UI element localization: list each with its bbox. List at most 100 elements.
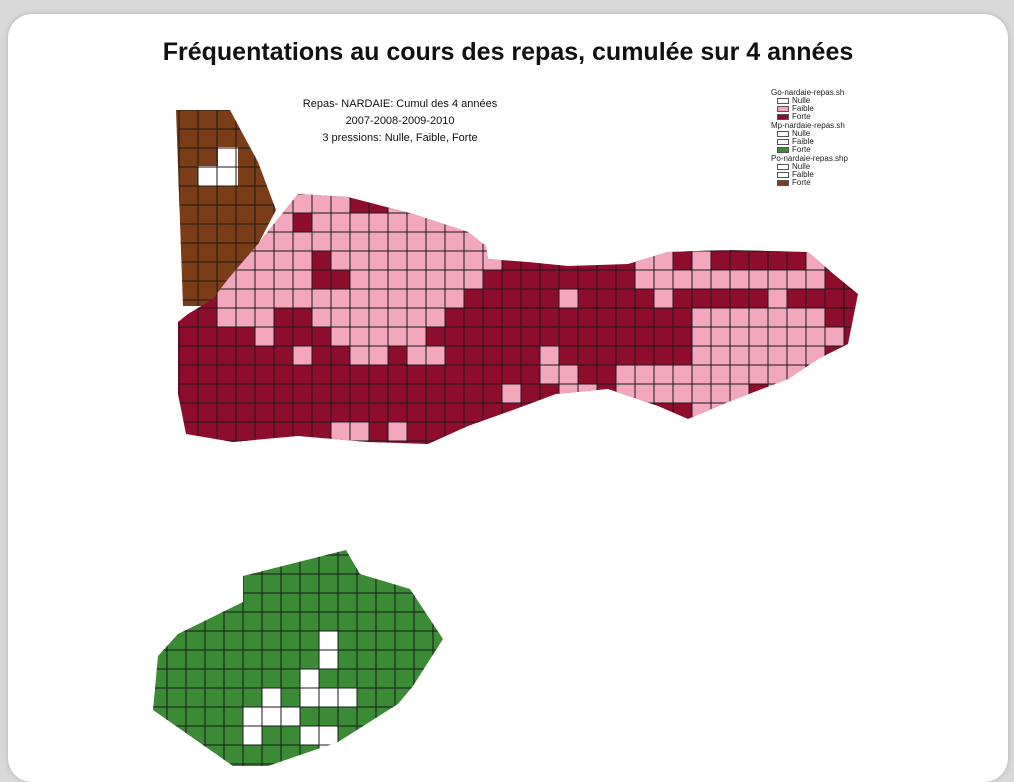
map-cell [388,251,407,270]
map-cell [806,327,825,346]
map-cell [749,365,768,384]
map-cell [331,308,350,327]
map-cell [243,726,262,745]
map-cell [350,422,369,441]
map-cell [787,327,806,346]
map-cell [338,688,357,707]
map-cell [426,346,445,365]
map-cell [369,346,388,365]
map-cell [730,270,749,289]
map-cell [654,365,673,384]
legend-group-go: Go-nardaie-repas.sh Nulle Faible Forte [771,89,883,121]
map-cell [692,327,711,346]
map-cell [255,251,274,270]
map-cell [312,213,331,232]
map-cell [445,270,464,289]
map-cell [426,289,445,308]
legend-layer-title: Po-nardaie-repas.shp [771,155,848,163]
map-cell [388,289,407,308]
map-cell [319,726,338,745]
map-cell [312,289,331,308]
map-cell [319,631,338,650]
map-cell [711,270,730,289]
map-cell [388,213,407,232]
legend-item: Faible [771,138,883,146]
map-cell [407,327,426,346]
map-cell [445,213,464,232]
map-cell [300,726,319,745]
map-cell [293,270,312,289]
map-cell [692,308,711,327]
map-cell [787,384,806,403]
map-cell [730,365,749,384]
map-cell [730,403,749,422]
map-cell [692,384,711,403]
map-canvas [153,110,858,766]
map-cell [749,308,768,327]
legend-layer-title: Go-nardaie-repas.sh [771,89,845,97]
map-cell [388,270,407,289]
map-cell [654,270,673,289]
map-cell [426,232,445,251]
map-cell [730,384,749,403]
map-cell [635,270,654,289]
map-cell [293,346,312,365]
map-cell [825,327,844,346]
map-cell [407,270,426,289]
map-cell [692,403,711,422]
map-cell [540,403,559,422]
map-cell [711,327,730,346]
map-cell [369,251,388,270]
legend-swatch [777,172,789,178]
map-cell [262,688,281,707]
map-cell [464,213,483,232]
legend-group-mp: Mp-nardaie-repas.sh Nulle Faible Forte [771,122,883,154]
map-cell [787,308,806,327]
map-cell [236,270,255,289]
map-cell [711,365,730,384]
map-cell [654,289,673,308]
map-cell [806,251,825,270]
map-cell [540,365,559,384]
map-cell [559,384,578,403]
map-cell [319,688,338,707]
map-cell [578,384,597,403]
map-cell [388,194,407,213]
map-cell [255,327,274,346]
legend-item: Forte [771,113,883,121]
map-cell [243,707,262,726]
map-cell [369,213,388,232]
map-cell [407,346,426,365]
map-cell [711,232,730,251]
map-cell [293,251,312,270]
map-cell [331,327,350,346]
map-cell [445,251,464,270]
map-cell [312,194,331,213]
map-cell [806,346,825,365]
map-cell [293,232,312,251]
map-cell [749,270,768,289]
map-cell [255,289,274,308]
legend-swatch [777,164,789,170]
map-cell [711,403,730,422]
map-cell [768,365,787,384]
map-cell [635,365,654,384]
legend-item: Nulle [771,163,883,171]
map-cell [806,308,825,327]
map-cell [768,384,787,403]
map-cell [255,308,274,327]
legend-group-po: Po-nardaie-repas.shp Nulle Faible Forte [771,155,883,187]
map-cell [236,289,255,308]
map-cell [616,365,635,384]
map-cell [711,308,730,327]
map-cell [350,251,369,270]
map-cell [768,327,787,346]
go-nardaie-region [178,194,858,444]
map-cell [483,232,502,251]
subtitle-line-1: Repas- NARDAIE: Cumul des 4 années [302,98,498,110]
map-cell [426,251,445,270]
legend-swatch [777,180,789,186]
legend-swatch [777,131,789,137]
legend-swatch [777,147,789,153]
subtitle-line-2: 2007-2008-2009-2010 [345,115,455,127]
